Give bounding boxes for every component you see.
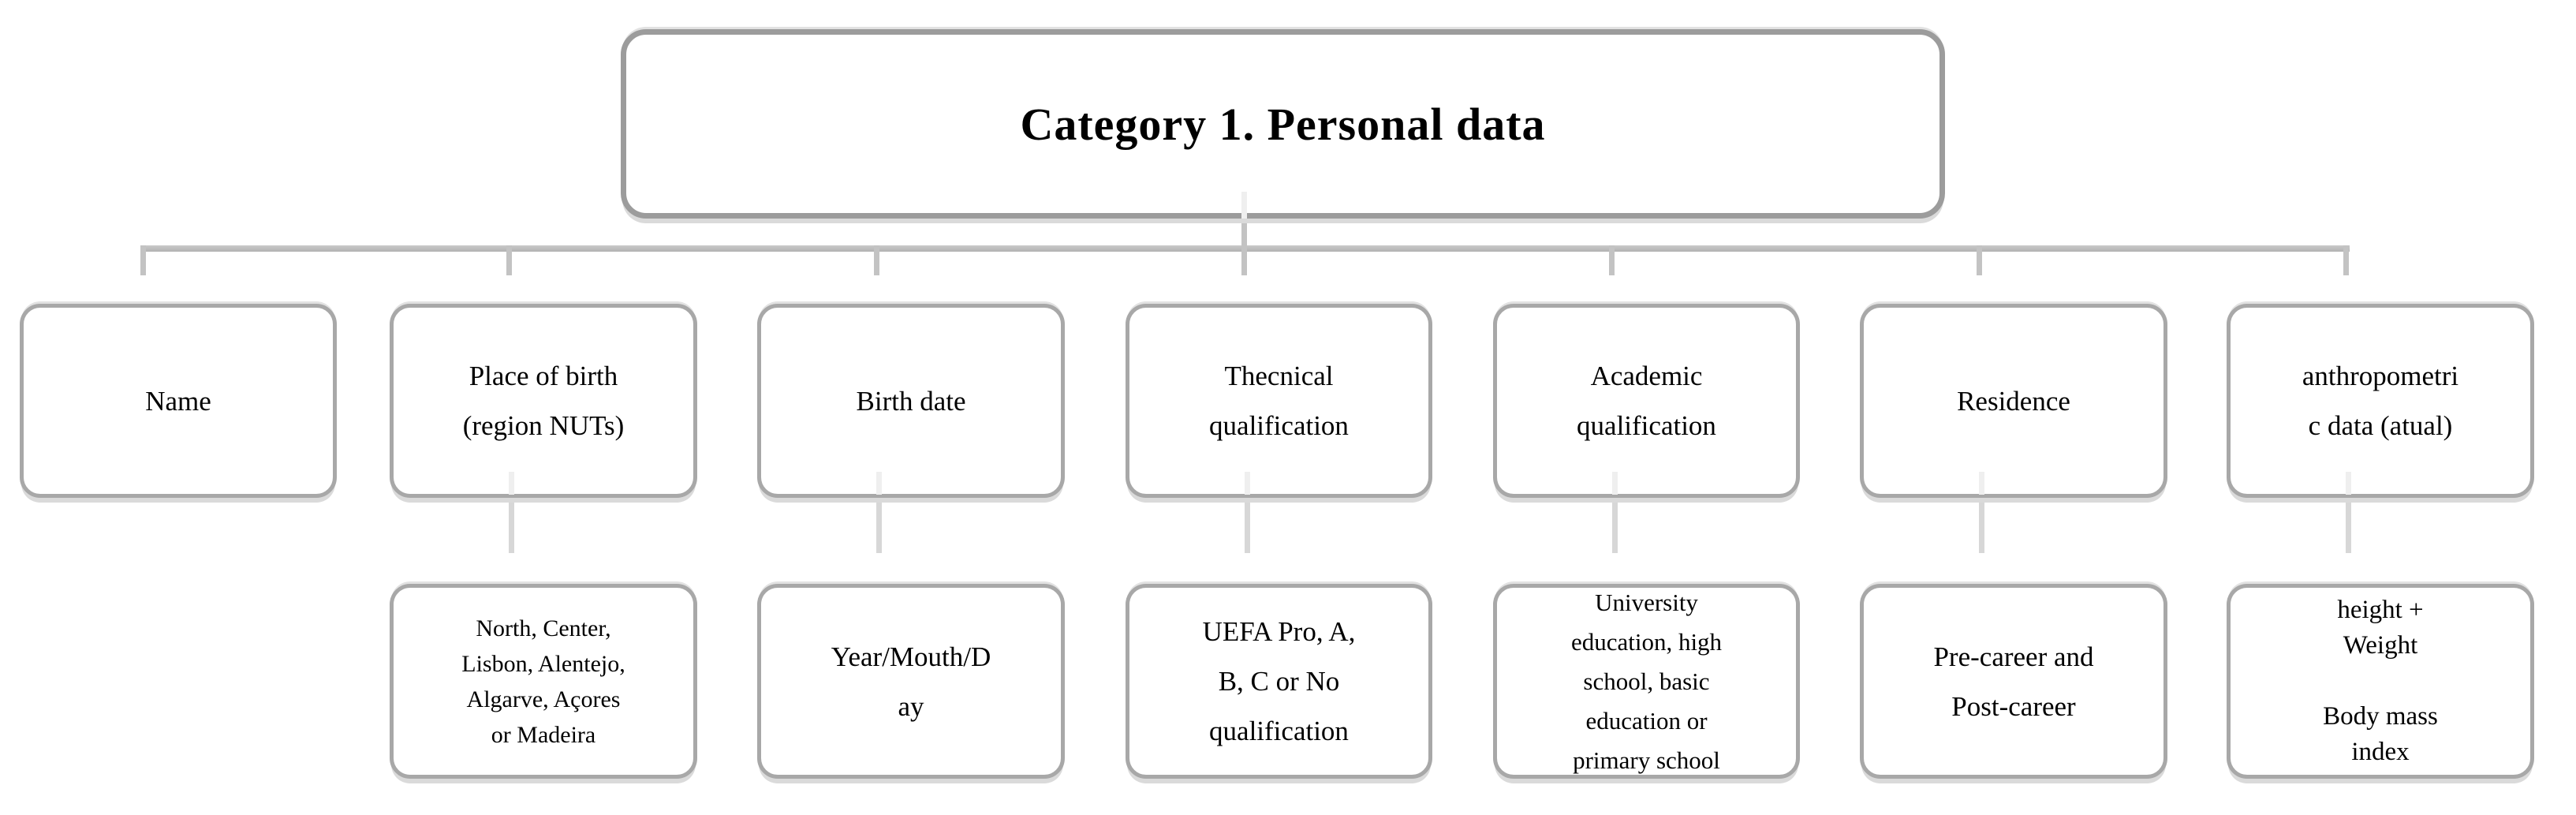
connector-birth-date-inner [876, 472, 882, 495]
sub-anthropometric-data: height + Weight Body mass index [2227, 584, 2534, 779]
node-anthropometric-data: anthropometri c data (atual) [2227, 304, 2534, 498]
connector-place-of-birth [509, 499, 514, 553]
node-name-label: Name [145, 385, 211, 417]
connector-academic-inner [1612, 472, 1618, 495]
sub-anthropometric-data-label: height + Weight Body mass index [2323, 596, 2438, 766]
title-box: Category 1. Personal data [621, 29, 1945, 219]
connector-place-of-birth-inner [509, 472, 514, 495]
connector-anthropometric [2346, 499, 2351, 553]
sub-technical-qualification: UEFA Pro, A, B, C or No qualification [1126, 584, 1432, 779]
connector-technical [1245, 499, 1250, 553]
node-name: Name [20, 304, 337, 498]
node-residence-label: Residence [1957, 385, 2070, 417]
node-residence: Residence [1860, 304, 2167, 498]
rail-stub-title-to-technical [1241, 219, 1247, 275]
rail-stub-birth-date [874, 245, 879, 275]
rail-stub-academic [1609, 245, 1615, 275]
sub-technical-qualification-label: UEFA Pro, A, B, C or No qualification [1202, 616, 1356, 746]
sub-birth-date: Year/Mouth/D ay [757, 584, 1065, 779]
rail-stub-place-of-birth [506, 245, 512, 275]
sub-academic-qualification-label: University education, high school, basic… [1570, 588, 1723, 774]
connector-birth-date [876, 499, 882, 553]
connector-residence [1979, 499, 1984, 553]
title-inner-stub [1241, 192, 1247, 219]
sub-residence-label: Pre-career and Post-career [1933, 641, 2094, 722]
connector-technical-inner [1245, 472, 1250, 495]
rail-stub-name [140, 245, 146, 275]
diagram-title: Category 1. Personal data [1020, 98, 1546, 150]
sub-place-of-birth-label: North, Center, Lisbon, Alentejo, Algarve… [461, 615, 625, 748]
rail-stub-anthropometric [2343, 245, 2349, 275]
connector-anthropometric-inner [2346, 472, 2351, 495]
node-birth-date-label: Birth date [856, 385, 966, 417]
rail-stub-residence [1977, 245, 1982, 275]
connector-residence-inner [1979, 472, 1984, 495]
sub-residence: Pre-career and Post-career [1860, 584, 2167, 779]
node-place-of-birth: Place of birth (region NUTs) [390, 304, 697, 498]
node-birth-date: Birth date [757, 304, 1065, 498]
sub-birth-date-label: Year/Mouth/D ay [831, 641, 991, 722]
node-academic-qualification: Academic qualification [1493, 304, 1800, 498]
sub-place-of-birth: North, Center, Lisbon, Alentejo, Algarve… [390, 584, 697, 779]
node-place-of-birth-label: Place of birth (region NUTs) [462, 361, 625, 441]
node-technical-qualification: Thecnical qualification [1126, 304, 1432, 498]
node-academic-qualification-label: Academic qualification [1577, 361, 1716, 441]
node-anthropometric-data-label: anthropometri c data (atual) [2302, 361, 2459, 441]
sub-academic-qualification: University education, high school, basic… [1493, 584, 1800, 779]
connector-academic [1612, 499, 1618, 553]
node-technical-qualification-label: Thecnical qualification [1209, 361, 1349, 441]
